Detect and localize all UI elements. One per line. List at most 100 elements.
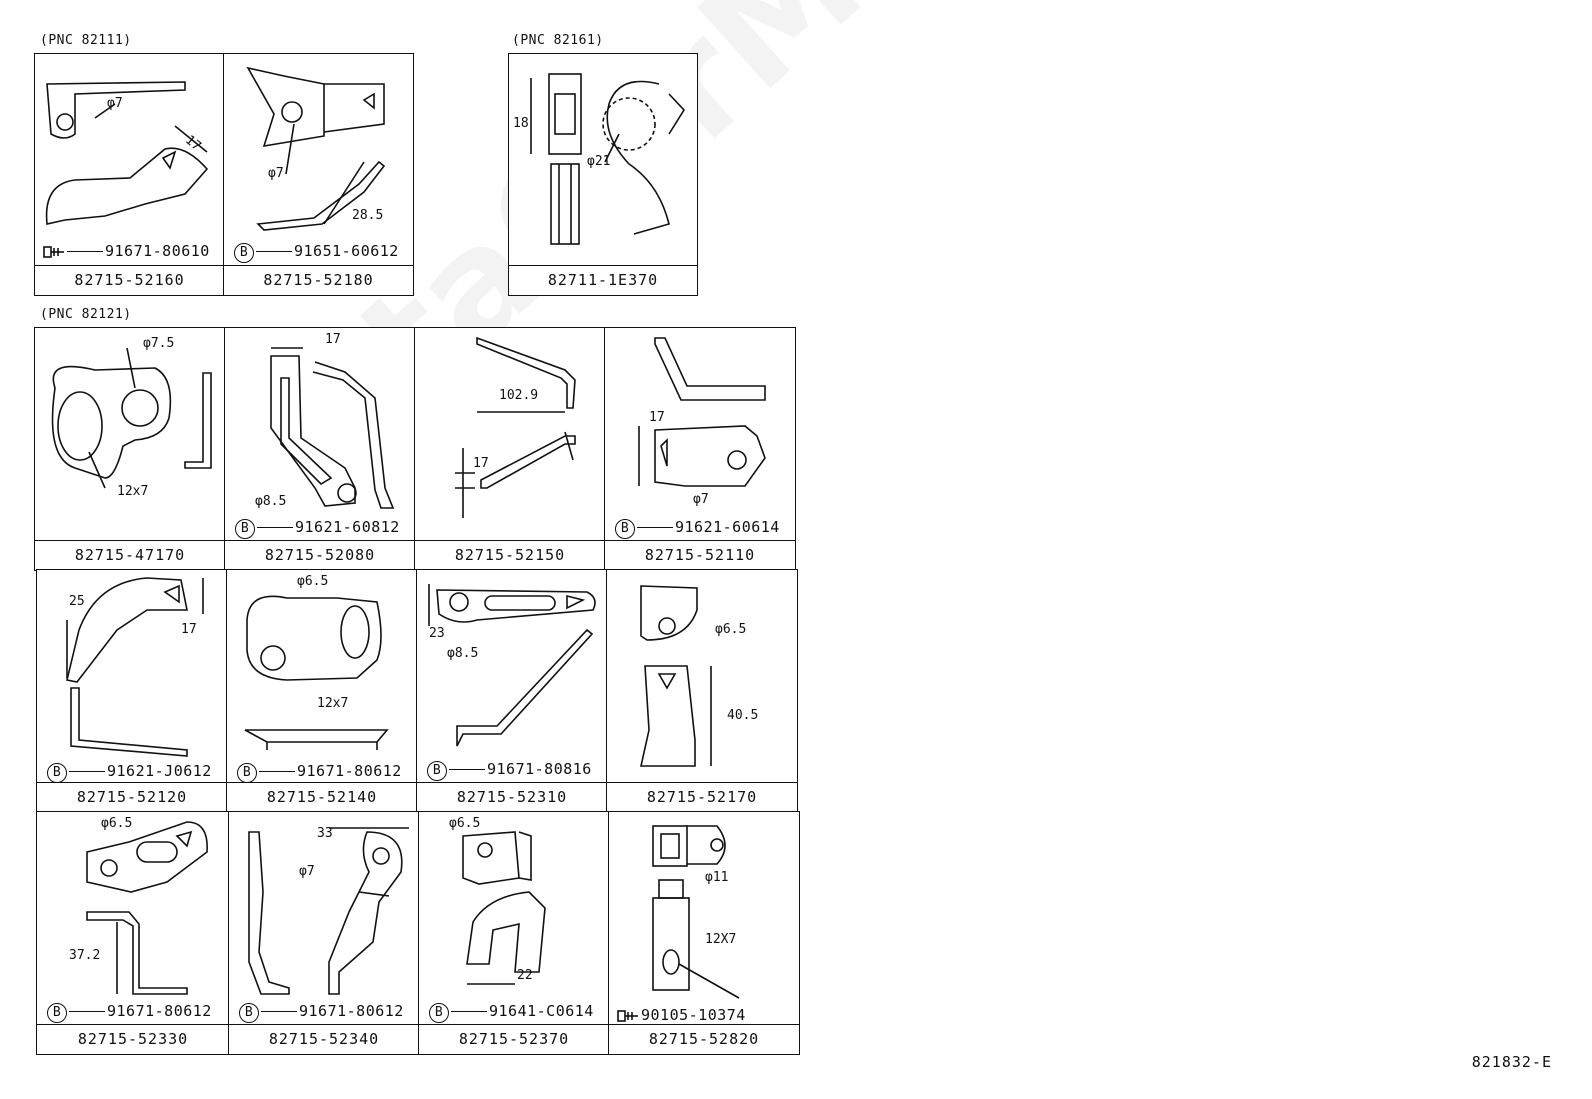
screw-icon <box>43 245 64 258</box>
dim-label: 28.5 <box>352 208 384 223</box>
fastener-callout: B 91671-80612 <box>239 1002 404 1023</box>
fastener-callout: 91671-80610 <box>43 242 210 260</box>
fastener-part-number: 91621-J0612 <box>107 762 212 780</box>
clip-drawing <box>530 73 686 245</box>
screw-icon <box>617 1009 638 1022</box>
leader-line <box>69 1011 105 1012</box>
fastener-part-number: 91671-80612 <box>297 762 402 780</box>
bolt-b-icon: B <box>47 1003 67 1023</box>
bracket-drawing <box>51 347 212 489</box>
bolt-b-icon: B <box>427 761 447 781</box>
fastener-part-number: 91671-80612 <box>299 1002 404 1020</box>
fastener-callout: B 91621-J0612 <box>47 762 212 783</box>
bolt-b-icon: B <box>47 763 67 783</box>
dim-label: 17 <box>649 410 665 425</box>
dim-label: 37.2 <box>69 948 101 963</box>
bolt-b-icon: B <box>234 243 254 263</box>
bracket-drawing <box>246 66 386 231</box>
fastener-part-number: 91671-80612 <box>107 1002 212 1020</box>
fastener-part-number: 91641-C0614 <box>489 1002 594 1020</box>
leader-line <box>449 769 485 770</box>
fastener-callout: B 91651-60612 <box>234 242 399 263</box>
dim-label: φ8.5 <box>447 646 479 661</box>
part-number: 82711-1E370 <box>509 265 697 295</box>
bracket-drawing <box>45 81 209 225</box>
bracket-drawing <box>462 831 546 985</box>
group-label-pnc-82161: (PNC 82161) <box>512 33 604 48</box>
bolt-b-icon: B <box>429 1003 449 1023</box>
dim-label: φ7 <box>107 96 123 111</box>
dim-label: 17 <box>325 332 341 347</box>
bracket-drawing <box>270 347 395 509</box>
fastener-callout: 90105-10374 <box>617 1006 746 1024</box>
dim-label: φ6.5 <box>715 622 747 637</box>
dim-label: 12X7 <box>705 932 737 947</box>
part-number: 82715-52180 <box>224 265 413 295</box>
dim-label: φ21 <box>587 154 611 169</box>
dim-label: 18 <box>513 116 529 131</box>
bracket-drawing <box>428 584 596 747</box>
bracket-drawing <box>638 337 766 487</box>
dim-label: φ6.5 <box>449 816 481 831</box>
part-cell-82715-52820: φ11 12X7 90105-10374 82715-52820 <box>608 811 800 1055</box>
dim-label: 40.5 <box>727 708 759 723</box>
fastener-part-number: 90105-10374 <box>641 1006 746 1024</box>
leader-line <box>67 251 103 252</box>
dim-label: 12x7 <box>117 484 149 499</box>
dim-label: φ7 <box>693 492 709 507</box>
bracket-drawing <box>66 577 204 757</box>
fastener-part-number: 91671-80610 <box>105 242 210 260</box>
part-number: 82715-52170 <box>607 782 797 812</box>
part-cell-82715-52150: 102.9 17 82715-52150 <box>414 327 606 571</box>
part-number: 82715-52110 <box>605 540 795 570</box>
fastener-part-number: 91621-60614 <box>675 518 780 536</box>
part-number: 82715-52160 <box>35 265 224 295</box>
part-cell-82715-52170: φ6.5 40.5 82715-52170 <box>606 569 798 813</box>
leader-line <box>69 771 105 772</box>
part-cell-82715-52160: φ7 17 91671-80610 82715-52160 <box>34 53 225 296</box>
dim-label: 102.9 <box>499 388 539 403</box>
leader-line <box>259 771 295 772</box>
part-number: 82715-52330 <box>37 1024 229 1054</box>
bolt-b-icon: B <box>615 519 635 539</box>
dim-label: 17 <box>473 456 489 471</box>
bracket-drawing <box>455 336 576 518</box>
diagram-reference-code: 821832-E <box>1471 1053 1552 1071</box>
leader-line <box>451 1011 487 1012</box>
fastener-callout: B 91671-80612 <box>237 762 402 783</box>
clip-drawing <box>652 825 740 999</box>
group-label-pnc-82121: (PNC 82121) <box>40 307 132 322</box>
leader-line <box>261 1011 297 1012</box>
bolt-b-icon: B <box>237 763 257 783</box>
fastener-part-number: 91651-60612 <box>294 242 399 260</box>
dim-label: φ7.5 <box>143 336 175 351</box>
fastener-part-number: 91671-80816 <box>487 760 592 778</box>
bolt-b-icon: B <box>239 1003 259 1023</box>
dim-label: 17 <box>181 622 197 637</box>
part-number: 82715-52340 <box>229 1024 419 1054</box>
dim-label: φ8.5 <box>255 494 287 509</box>
dim-label: 23 <box>429 626 445 641</box>
part-cell-82715-52180: φ7 28.5 B 91651-60612 82715-52180 <box>223 53 414 296</box>
dim-label: φ7 <box>299 864 315 879</box>
leader-line <box>637 527 673 528</box>
part-number: 82715-52080 <box>225 540 415 570</box>
part-number: 82715-52150 <box>415 540 605 570</box>
leader-line <box>257 527 293 528</box>
dim-label: 25 <box>69 594 85 609</box>
bracket-drawing <box>244 595 389 750</box>
part-number: 82715-52370 <box>419 1024 609 1054</box>
part-cell-82715-47170: φ7.5 12x7 82715-47170 <box>34 327 226 571</box>
bracket-drawing <box>640 585 712 767</box>
fastener-callout: B 91641-C0614 <box>429 1002 594 1023</box>
dim-label: φ7 <box>268 166 284 181</box>
fastener-part-number: 91621-60812 <box>295 518 400 536</box>
